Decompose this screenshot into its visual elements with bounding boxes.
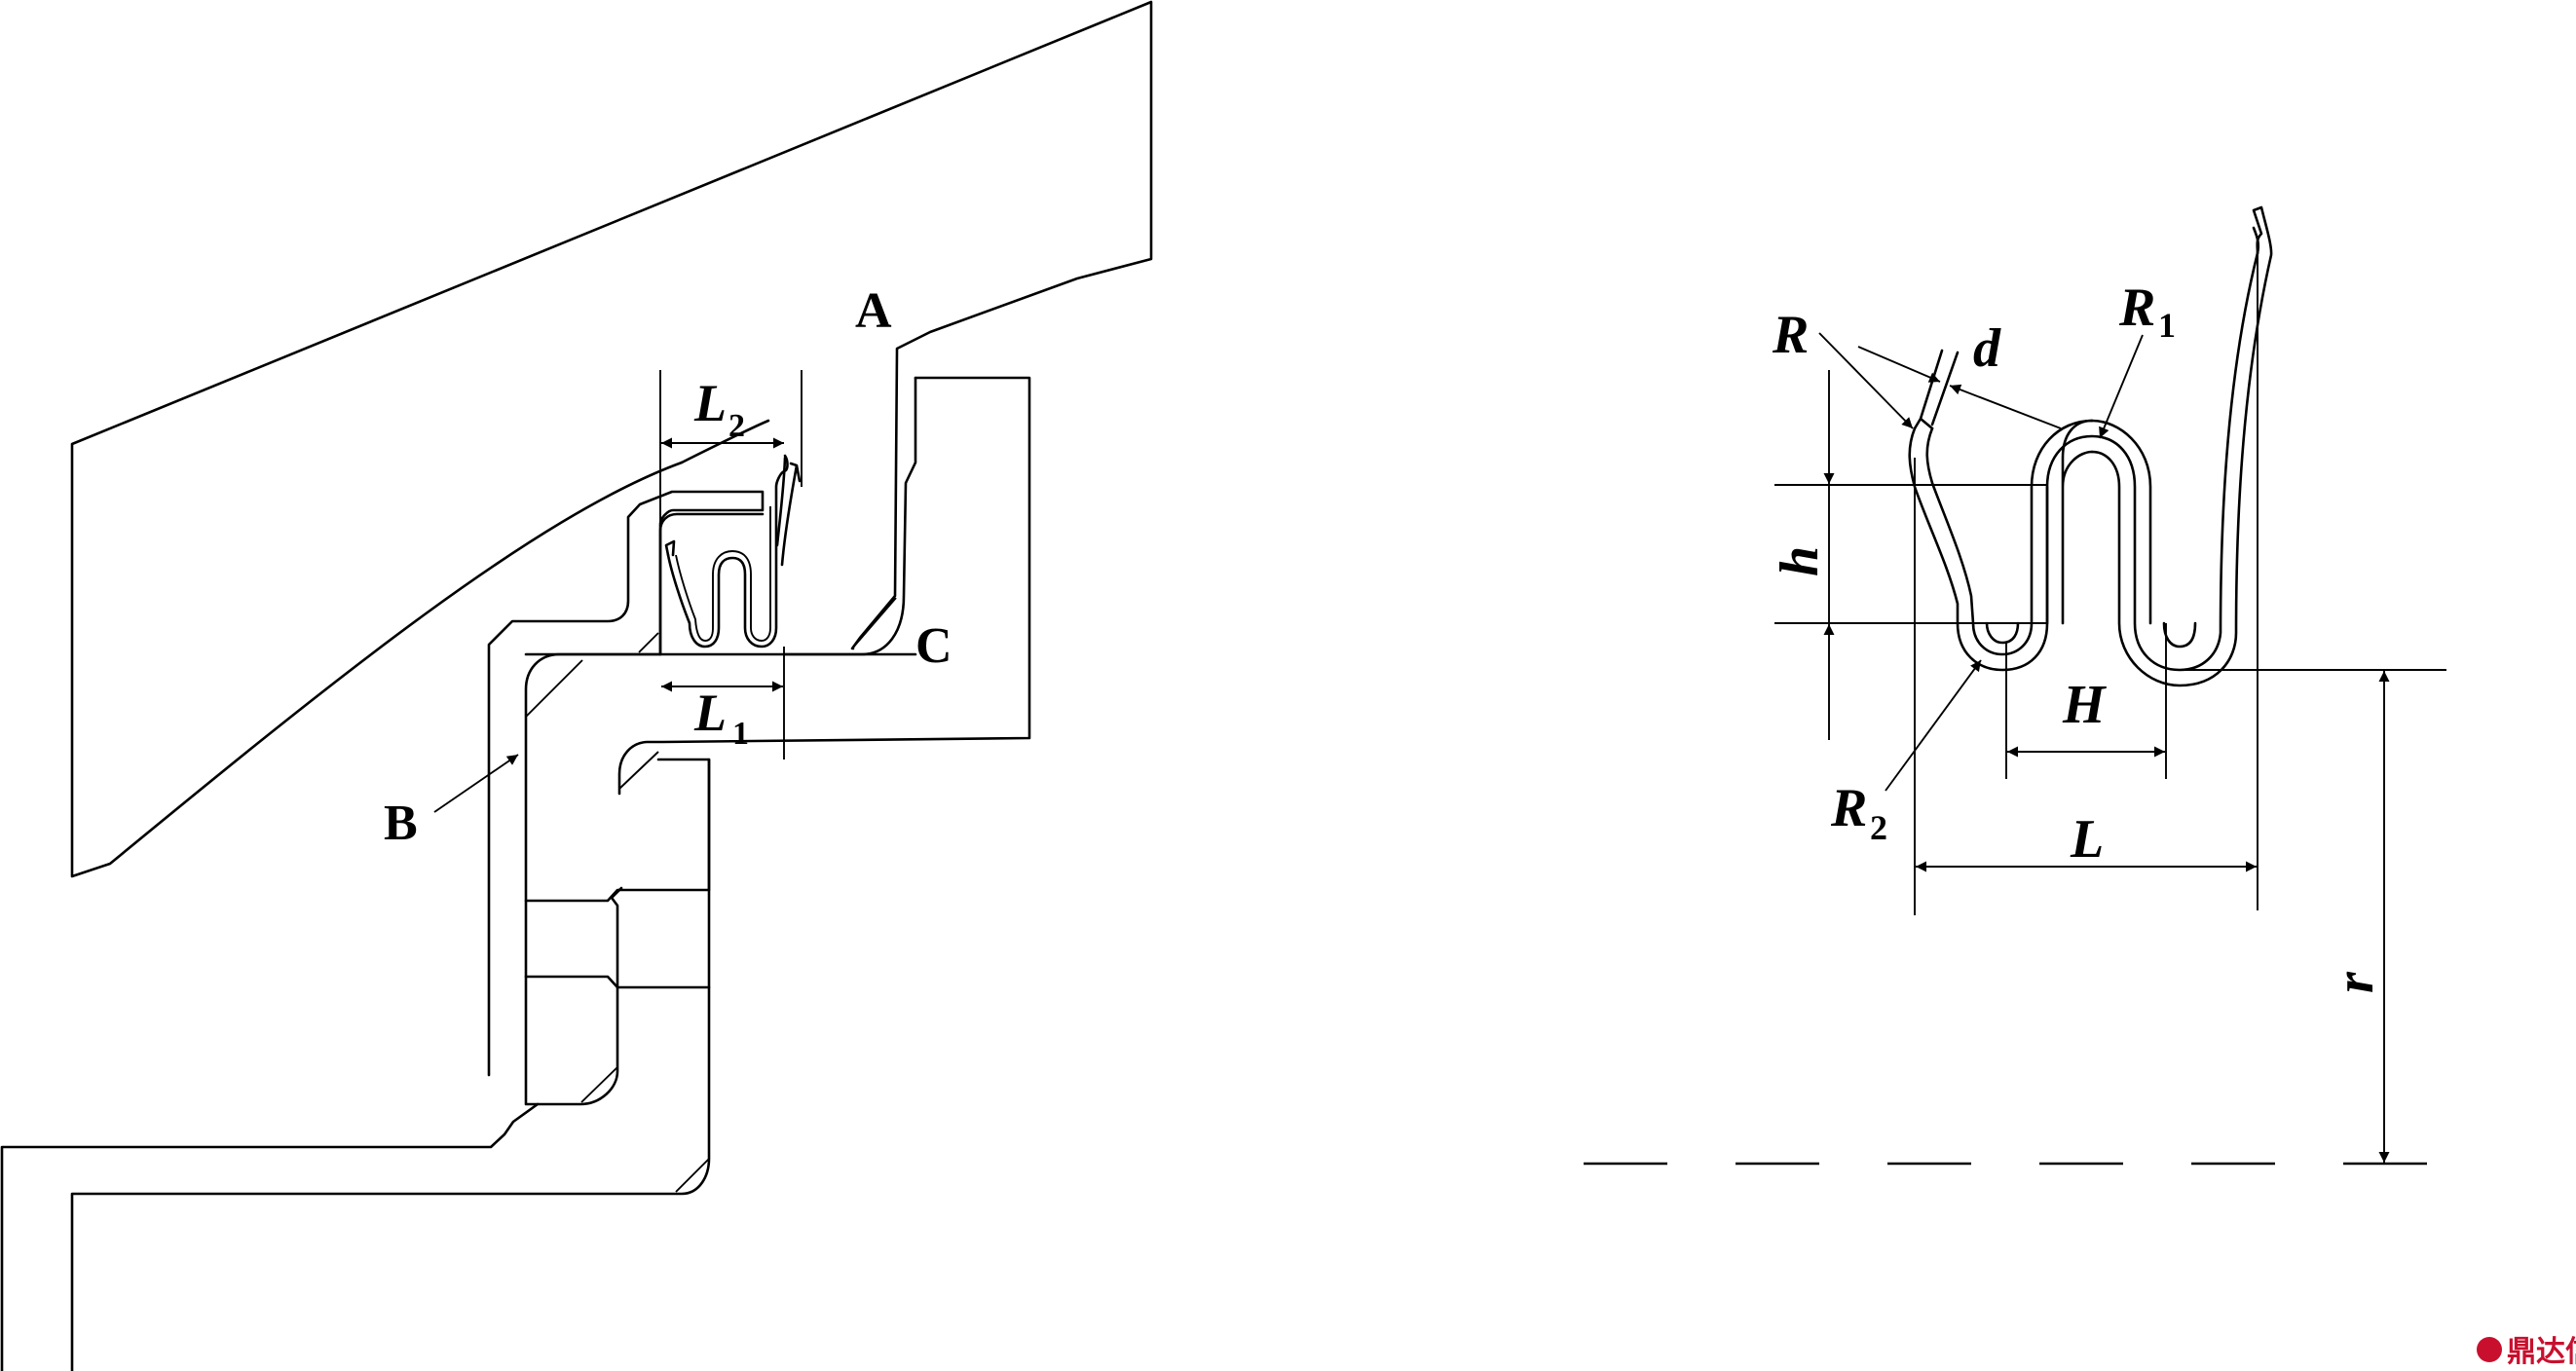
seal-lip-small bbox=[775, 456, 802, 567]
block-c bbox=[617, 376, 1031, 796]
b-chamfer-3 bbox=[618, 751, 659, 790]
right-detail-view: R d R 1 R 2 H L h r bbox=[1584, 205, 2474, 1166]
label-l1: L bbox=[693, 684, 727, 742]
label-l2: L bbox=[693, 374, 727, 432]
label-c: C bbox=[915, 618, 952, 674]
label-r-radius: r bbox=[2325, 971, 2385, 993]
leader-d-right bbox=[1949, 384, 2062, 429]
b-chamfer-5 bbox=[675, 1158, 710, 1193]
label-r2: R bbox=[1830, 778, 1867, 838]
bellows-loop-top bbox=[2061, 419, 2094, 625]
leader-d-left bbox=[1857, 346, 1941, 383]
left-assembly-view: A B C L 2 L 1 bbox=[0, 0, 1153, 1371]
leader-r1 bbox=[2099, 334, 2144, 439]
part-b-outer bbox=[487, 490, 765, 1106]
housing-wedge bbox=[70, 0, 1153, 878]
watermark: 鼎达信 bbox=[2477, 1335, 2576, 1369]
seal-lip-left bbox=[664, 539, 676, 557]
label-bigh: H bbox=[2062, 675, 2107, 735]
label-bigl: L bbox=[2070, 809, 2104, 870]
bellows-inner bbox=[1925, 205, 2273, 687]
watermark-text: 鼎达信 bbox=[2507, 1335, 2576, 1369]
b-chamfer-4 bbox=[580, 1066, 618, 1103]
c-chamfer bbox=[851, 597, 897, 649]
label-r2-sub: 2 bbox=[1870, 808, 1887, 847]
label-l1-sub: 1 bbox=[732, 716, 749, 752]
b-chamfer-2 bbox=[638, 632, 659, 653]
label-r1: R bbox=[2118, 278, 2155, 338]
bellows-loop-bottom bbox=[1985, 621, 2020, 645]
watermark-logo-icon bbox=[2477, 1337, 2502, 1362]
housing-diagonal bbox=[680, 419, 770, 464]
bellows-left-tip bbox=[1913, 349, 1960, 430]
label-r1-sub: 1 bbox=[2158, 306, 2176, 345]
leader-r bbox=[1818, 332, 1914, 429]
bellows-seal-small bbox=[666, 454, 789, 648]
leader-b bbox=[433, 754, 519, 813]
base-plate bbox=[0, 1102, 540, 1371]
b-chamfer-1 bbox=[525, 659, 583, 718]
part-b-stepline bbox=[524, 758, 711, 903]
label-h: h bbox=[1770, 546, 1830, 576]
label-b: B bbox=[384, 796, 418, 851]
label-d: d bbox=[1973, 318, 2001, 379]
label-a: A bbox=[855, 283, 892, 339]
label-l2-sub: 2 bbox=[728, 408, 745, 444]
part-b-stepline-2 bbox=[524, 975, 711, 989]
bellows-seal-small-inner bbox=[675, 506, 771, 642]
part-b-column bbox=[70, 758, 711, 1371]
bellows-loop-bottom-2 bbox=[2162, 621, 2197, 648]
bellows-outer bbox=[1908, 226, 2260, 672]
label-r: R bbox=[1772, 305, 1809, 365]
bellows-loop-top-2 bbox=[2045, 419, 2152, 625]
leader-r2 bbox=[1885, 659, 1982, 792]
